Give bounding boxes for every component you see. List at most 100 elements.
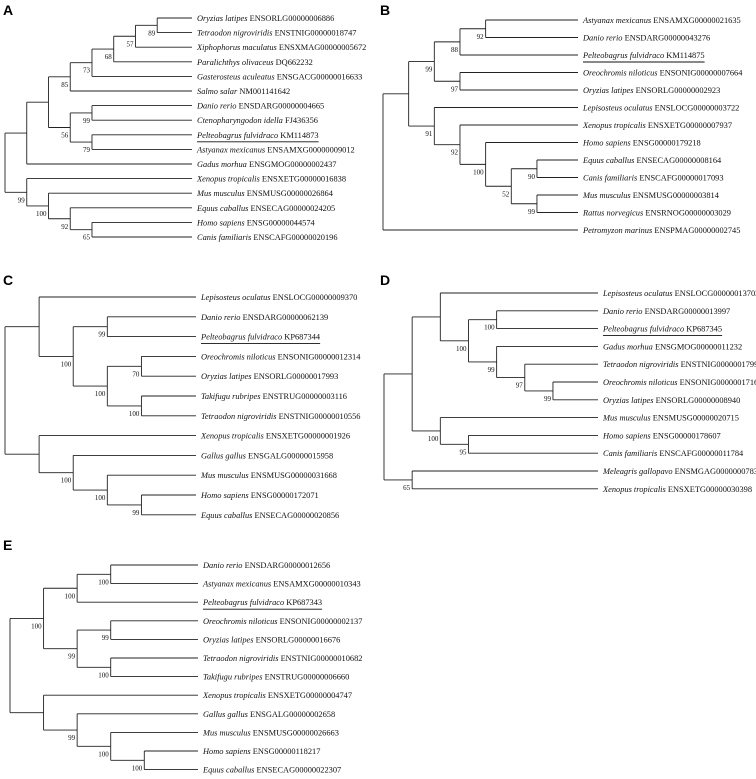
leaf-species: Tetraodon nigroviridis — [197, 29, 272, 38]
leaf-species: Takifugu rubripes — [203, 673, 263, 682]
leaf-accession: ENSECAG00000024205 — [251, 204, 336, 213]
bootstrap-value: 99 — [68, 734, 76, 742]
leaf-label: Pelteobagrus fulvidraco KP687345 — [602, 325, 722, 334]
leaf-species: Xenopus tropicalis — [196, 175, 260, 184]
leaf-accession: ENSONIG00000007664 — [660, 69, 744, 78]
leaf-label: Mus musculus ENSMUSG00000026864 — [196, 189, 334, 198]
leaf-label: Gadus morhua ENSGMOG00000011232 — [603, 342, 742, 351]
leaf-accession: KM114875 — [666, 51, 704, 60]
bootstrap-value: 56 — [61, 132, 69, 140]
leaf-label: Canis familiaris ENSCAFG00000020196 — [197, 233, 338, 242]
leaf-accession: ENSG00000044574 — [247, 218, 316, 227]
leaf-accession: ENSECAG00000022307 — [257, 766, 342, 775]
leaf-accession: ENSPMAG00000002745 — [654, 226, 740, 235]
leaf-accession: ENSMUSG00000020715 — [653, 414, 739, 423]
leaf-species: Rattus norvegicus — [582, 209, 643, 218]
leaf-accession: ENSORLG00000002923 — [636, 86, 721, 95]
leaf-species: Homo sapiens — [196, 218, 245, 227]
leaf-species: Danio rerio — [602, 307, 642, 316]
leaf-label: Salmo salar NM001141642 — [197, 87, 290, 96]
leaf-accession: ENSGALG00000015958 — [248, 451, 333, 460]
leaf-label: Tetraodon nigroviridis ENSTNIG0000001055… — [201, 412, 360, 421]
leaf-label: Petromyzon marinus ENSPMAG00000002745 — [582, 226, 740, 235]
leaf-species: Astyanax mexicanus — [582, 16, 651, 25]
leaf-species: Oryzias latipes — [603, 396, 653, 405]
leaf-label: Mus musculus ENSMUSG00000020715 — [602, 414, 739, 423]
leaf-label: Astyanax mexicanus ENSAMXG00000009012 — [196, 145, 355, 154]
leaf-label: Danio rerio ENSDARG00000062139 — [200, 313, 328, 322]
leaf-label: Gallus gallus ENSGALG00000002658 — [203, 710, 335, 719]
bootstrap-value: 65 — [83, 234, 91, 242]
leaf-species: Oryzias latipes — [201, 372, 251, 381]
leaf-label: Pelteobagrus fulvidraco KM114875 — [582, 51, 705, 60]
bootstrap-value: 92 — [451, 149, 459, 157]
bootstrap-value: 99 — [488, 366, 496, 374]
leaf-accession: ENSMUSG00000003814 — [633, 191, 720, 200]
leaf-accession: NM001141642 — [239, 87, 290, 96]
leaf-label: Oreochromis niloticus ENSONIG00000017169 — [603, 378, 756, 387]
bootstrap-value: 100 — [129, 410, 140, 418]
leaf-accession: ENSAMXG00000010343 — [273, 580, 360, 589]
bootstrap-value: 100 — [95, 494, 106, 502]
leaf-label: Homo sapiens ENSG00000118217 — [202, 747, 320, 756]
leaf-species: Astyanax mexicanus — [196, 145, 265, 154]
leaf-species: Gallus gallus — [203, 710, 248, 719]
leaf-label: Tetraodon nigroviridis ENSTNIG0000001068… — [203, 654, 362, 663]
leaf-species: Tetraodon nigroviridis — [603, 360, 678, 369]
bootstrap-value: 97 — [451, 85, 459, 93]
leaf-species: Meleagris gallopavo — [602, 467, 673, 476]
leaf-label: Astyanax mexicanus ENSAMXG00000010343 — [202, 580, 361, 589]
leaf-label: Mus musculus ENSMUSG00000031668 — [200, 471, 337, 480]
leaf-species: Equus caballus — [196, 204, 248, 213]
leaf-accession: ENSXETG00000001926 — [266, 432, 350, 441]
panel-label: B — [380, 2, 390, 18]
leaf-species: Canis familiaris — [197, 233, 251, 242]
leaf-accession: ENSGACG00000016633 — [277, 72, 363, 81]
leaf-label: Xenopus tropicalis ENSXETG00000004747 — [202, 691, 352, 700]
leaf-species: Homo sapiens — [602, 431, 651, 440]
leaf-label: Gadus morhua ENSGMOG00000002437 — [197, 160, 336, 169]
leaf-species: Ctenopharyngodon idella — [197, 116, 283, 125]
leaf-species: Lepisosteus oculatus — [602, 289, 673, 298]
leaf-accession: ENSORLG00000017993 — [254, 372, 339, 381]
bootstrap-value: 99 — [528, 208, 536, 216]
leaf-accession: ENSCAFG00000017093 — [639, 174, 723, 183]
leaf-species: Mus musculus — [196, 189, 245, 198]
leaf-accession: ENSMUSG00000031668 — [251, 471, 337, 480]
bootstrap-value: 89 — [148, 29, 156, 37]
leaf-label: Ctenopharyngodon idella FJ436356 — [197, 116, 318, 125]
leaf-species: Xenopus tropicalis — [202, 691, 266, 700]
leaf-accession: ENSORLG00000006886 — [250, 14, 335, 23]
leaf-species: Petromyzon marinus — [582, 226, 652, 235]
leaf-label: Gallus gallus ENSGALG00000015958 — [201, 451, 333, 460]
bootstrap-value: 97 — [516, 382, 524, 390]
leaf-accession: ENSAMXG00000009012 — [267, 145, 354, 154]
leaf-label: Pelteobagrus fulvidraco KM114873 — [196, 131, 319, 140]
leaf-label: Xenopus tropicalis ENSXETG00000030398 — [602, 485, 752, 494]
leaf-label: Pelteobagrus fulvidraco KP687344 — [200, 333, 321, 342]
leaf-label: Equus caballus ENSECAG00000022307 — [202, 766, 341, 775]
bootstrap-value: 88 — [451, 46, 459, 54]
leaf-label: Oreochromis niloticus ENSONIG00000012314 — [201, 352, 361, 361]
leaf-label: Oryzias latipes ENSORLG00000016676 — [203, 635, 340, 644]
leaf-accession: ENSLOCG00000003722 — [655, 104, 740, 113]
leaf-accession: ENSGALG00000002658 — [250, 710, 335, 719]
leaf-accession: ENSXETG00000016838 — [262, 175, 346, 184]
leaf-label: Lepisosteus oculatus ENSLOCG00000003722 — [582, 104, 739, 113]
leaf-species: Mus musculus — [602, 414, 651, 423]
panel-label: C — [3, 272, 13, 288]
bootstrap-value: 99 — [18, 196, 26, 204]
leaf-accession: ENSDARG00000013997 — [645, 307, 731, 316]
bootstrap-value: 85 — [61, 81, 69, 89]
leaf-species: Pelteobagrus fulvidraco — [602, 325, 684, 334]
bootstrap-value: 99 — [98, 331, 106, 339]
panel-label: D — [380, 272, 390, 288]
leaf-accession: KP687344 — [284, 333, 321, 342]
leaf-accession: ENSMUSG00000026864 — [247, 189, 334, 198]
leaf-species: Gadus morhua — [197, 160, 247, 169]
leaf-label: Canis familiaris ENSCAFG00000011784 — [603, 449, 744, 458]
bootstrap-value: 99 — [425, 66, 433, 74]
